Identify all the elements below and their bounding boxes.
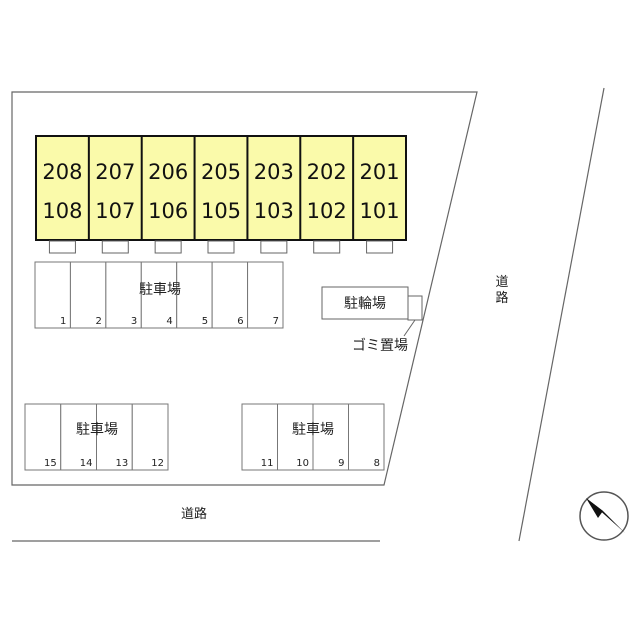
unit-balcony xyxy=(366,240,394,254)
unit-number-lower: 103 xyxy=(254,199,294,223)
parking-stall-number: 8 xyxy=(374,458,380,469)
parking-stall-number: 14 xyxy=(80,458,93,469)
road-bottom-label: 道路 xyxy=(181,506,207,522)
apartment-building: 208 108 207 107 206 106 205 105 203 103 202 102 201 1… xyxy=(35,135,407,254)
parking-lot-left: 15 14 13 12 駐車場 xyxy=(24,403,169,471)
parking-stall-number: 1 xyxy=(60,316,66,327)
parking-stall-number: 10 xyxy=(296,458,309,469)
parking-stall xyxy=(69,261,107,329)
unit-number-upper: 208 xyxy=(42,160,82,184)
unit-number-upper: 202 xyxy=(307,160,347,184)
parking-stall-number: 2 xyxy=(95,316,101,327)
unit-number-lower: 107 xyxy=(95,199,135,223)
unit-number-lower: 102 xyxy=(307,199,347,223)
parking-stall-number: 15 xyxy=(44,458,57,469)
parking-stall xyxy=(348,403,385,471)
garbage-area: ゴミ置場 xyxy=(352,295,423,354)
unit-balcony xyxy=(207,240,235,254)
unit-number-lower: 106 xyxy=(148,199,188,223)
parking-stall xyxy=(211,261,249,329)
parking-stall xyxy=(241,403,278,471)
site-boundary xyxy=(11,91,478,486)
north-arrow-icon xyxy=(579,491,629,541)
parking-lot-right: 11 10 9 8 駐車場 xyxy=(241,403,385,471)
parking-stall xyxy=(312,403,349,471)
road-right-label-char-2: 路 xyxy=(495,290,508,306)
parking-lot-top: 1 2 3 4 5 6 7 駐車場 xyxy=(34,261,284,329)
parking-stall-number: 12 xyxy=(151,458,164,469)
parking-stall-number: 3 xyxy=(131,316,137,327)
unit-number-upper: 206 xyxy=(148,160,188,184)
bicycle-parking-label: 駐輪場 xyxy=(344,295,386,312)
parking-stall xyxy=(96,403,133,471)
unit-balcony xyxy=(313,240,341,254)
unit-number-lower: 105 xyxy=(201,199,241,223)
parking-stall-number: 6 xyxy=(237,316,243,327)
parking-right-label: 駐車場 xyxy=(292,421,334,438)
road-right-label-char-1: 道 xyxy=(495,275,508,290)
unit-balcony xyxy=(260,240,288,254)
unit-number-upper: 201 xyxy=(360,160,400,184)
road-right-edge xyxy=(518,87,605,542)
parking-stall-number: 4 xyxy=(166,316,172,327)
parking-stall xyxy=(247,261,284,329)
parking-stall-number: 11 xyxy=(261,458,274,469)
parking-stall-number: 13 xyxy=(116,458,129,469)
parking-stall xyxy=(24,403,62,471)
bicycle-parking: 駐輪場 xyxy=(321,286,409,320)
unit-number-upper: 205 xyxy=(201,160,241,184)
parking-stall-number: 9 xyxy=(338,458,344,469)
parking-stall xyxy=(277,403,314,471)
unit-number-upper: 203 xyxy=(254,160,294,184)
unit-number-upper: 207 xyxy=(95,160,135,184)
parking-left-label: 駐車場 xyxy=(76,421,118,438)
parking-stall-number: 7 xyxy=(273,316,279,327)
garbage-area-label: ゴミ置場 xyxy=(352,337,408,354)
parking-top-label: 駐車場 xyxy=(139,281,181,298)
unit-balcony xyxy=(154,240,182,254)
parking-stall-number: 5 xyxy=(202,316,208,327)
unit-number-lower: 101 xyxy=(360,199,400,223)
parking-stall xyxy=(34,261,71,329)
unit-number-lower: 108 xyxy=(42,199,82,223)
unit-balcony xyxy=(48,240,76,254)
parking-stall xyxy=(131,403,169,471)
unit-balcony xyxy=(101,240,129,254)
